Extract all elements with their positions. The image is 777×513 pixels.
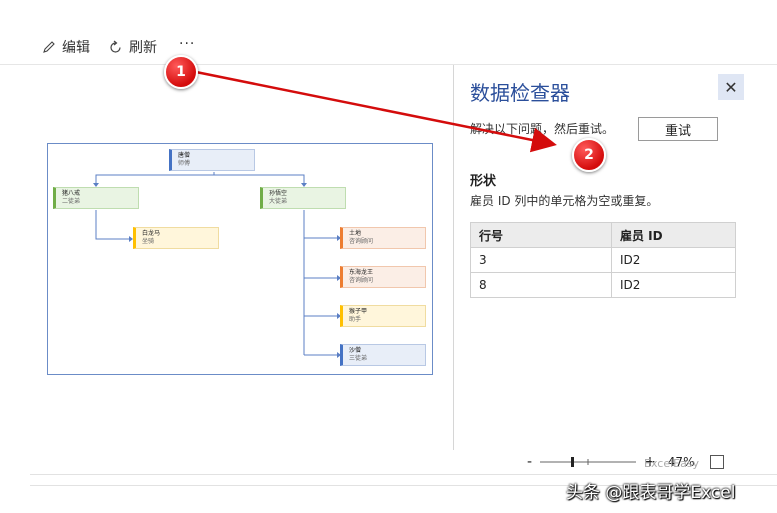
node-title: 师傅 <box>178 160 191 167</box>
section-title: 形状 <box>470 174 497 189</box>
node-name: 猴子甲 <box>349 308 368 315</box>
node-title: 二徒弟 <box>62 198 81 205</box>
callout-badge-2: 2 <box>572 138 606 172</box>
zoom-out-button[interactable]: - <box>527 454 533 470</box>
callout-badge-1: 1 <box>164 55 198 89</box>
column-header: 雇员 ID <box>611 222 736 248</box>
org-node-left[interactable]: 猪八戒 二徒弟 <box>53 187 139 209</box>
table-header-row: 行号 雇员 ID <box>470 222 736 248</box>
watermark: 头条 @跟表哥学Excel <box>566 483 736 503</box>
org-chart-connectors <box>93 172 341 358</box>
zoom-in-button[interactable]: + <box>644 454 656 470</box>
node-name: 东海龙王 <box>349 269 374 276</box>
row-number-cell: 3 <box>470 247 612 273</box>
org-node-right-child[interactable]: 猴子甲 助手 <box>340 305 426 327</box>
node-title: 大徒弟 <box>269 198 288 205</box>
node-title: 助手 <box>349 316 362 323</box>
employee-id-cell: ID2 <box>611 247 736 273</box>
org-node-right-child[interactable]: 土地 咨询顾问 <box>340 227 426 249</box>
watermark-mini: ExcelEasy <box>644 457 700 470</box>
edit-button[interactable]: 编辑 <box>42 37 90 57</box>
node-name: 沙僧 <box>349 347 362 354</box>
close-button[interactable]: ✕ <box>718 74 744 100</box>
node-name: 白龙马 <box>142 230 161 237</box>
table-row[interactable]: 8 ID2 <box>470 272 736 298</box>
org-node-left-child[interactable]: 白龙马 坐骑 <box>133 227 219 249</box>
zoom-slider[interactable] <box>540 456 637 468</box>
row-number-cell: 8 <box>470 272 612 298</box>
more-options-button[interactable]: ··· <box>179 36 196 52</box>
node-name: 孙悟空 <box>269 190 288 197</box>
status-bar: - + 47% <box>0 450 777 513</box>
fit-page-icon[interactable] <box>710 455 725 469</box>
node-name: 唐僧 <box>178 152 191 159</box>
refresh-button[interactable]: 刷新 <box>108 37 157 57</box>
node-title: 三徒弟 <box>349 355 368 362</box>
org-node-right[interactable]: 孙悟空 大徒弟 <box>260 187 346 209</box>
issues-table: 行号 雇员 ID 3 ID2 8 ID2 <box>470 222 736 298</box>
org-node-root[interactable]: 唐僧 师傅 <box>169 149 255 171</box>
node-title: 咨询顾问 <box>349 238 374 245</box>
node-title: 咨询顾问 <box>349 277 374 284</box>
org-node-right-child[interactable]: 沙僧 三徒弟 <box>340 344 426 366</box>
table-row[interactable]: 3 ID2 <box>470 247 736 273</box>
section-description: 雇员 ID 列中的单元格为空或重复。 <box>470 194 659 208</box>
panel-title: 数据检查器 <box>470 81 570 105</box>
node-name: 猪八戒 <box>62 190 81 197</box>
refresh-icon <box>110 40 121 53</box>
org-chart-preview[interactable]: 唐僧 师傅 猪八戒 二徒弟 白龙马 坐骑 孙悟空 大徒弟 土地 咨询顾问 东海龙… <box>47 143 433 375</box>
toolbar: 编辑 刷新 ··· <box>0 0 777 65</box>
data-inspector-panel: 数据检查器 ✕ 解决以下问题，然后重试。 重试 形状 雇员 ID 列中的单元格为… <box>453 65 777 450</box>
org-node-right-child[interactable]: 东海龙王 咨询顾问 <box>340 266 426 288</box>
zoom-controls: - + 47% <box>527 454 725 470</box>
zoom-level[interactable]: 47% <box>667 455 695 469</box>
node-name: 土地 <box>349 230 362 237</box>
retry-button[interactable]: 重试 <box>638 117 718 141</box>
column-header: 行号 <box>470 222 612 248</box>
node-title: 坐骑 <box>142 238 155 245</box>
sheet-grid-lines <box>30 474 777 486</box>
employee-id-cell: ID2 <box>611 272 736 298</box>
pencil-icon <box>43 41 55 53</box>
panel-hint: 解决以下问题，然后重试。 <box>470 122 615 136</box>
refresh-label: 刷新 <box>129 40 157 56</box>
edit-label: 编辑 <box>62 40 90 56</box>
